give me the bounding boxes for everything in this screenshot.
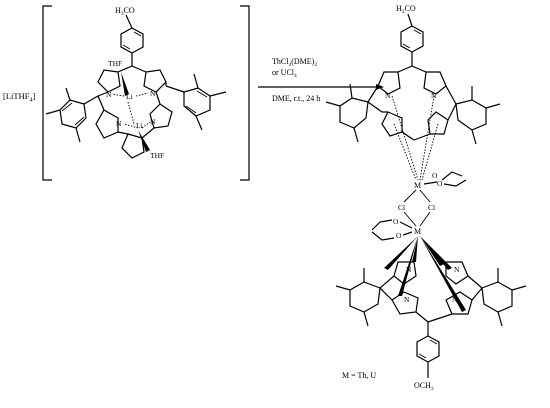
- metal-identity-note: M = Th, U: [342, 371, 376, 380]
- reactant-n-label-2: N: [150, 89, 156, 98]
- product-top-methoxy-label: H3CO: [396, 4, 416, 15]
- reactant-n-label-1: N: [106, 90, 112, 99]
- product-cl-label-2: Cl: [428, 203, 435, 212]
- condition-line-2: or UCl4: [272, 68, 297, 79]
- product-bottom-n-label-2: N: [454, 265, 460, 274]
- product-top-n-label-1: N: [385, 91, 391, 100]
- product-top-n-label-2: N: [431, 91, 437, 100]
- product-o-label-1: O: [437, 179, 443, 188]
- reactant-n-label-4: N: [150, 117, 156, 126]
- reactant-methoxy-label: H3CO: [115, 6, 135, 17]
- product-metal-top-label: M: [414, 181, 421, 190]
- product-bottom-methoxy-label: OCH3: [414, 381, 434, 392]
- condition-line-3: DME, r.t., 24 h: [272, 94, 320, 103]
- lithf4-reagent-label: [LiTHF4]: [3, 91, 35, 104]
- reactant-li-top-label: Li: [126, 92, 133, 101]
- product-metal-bottom-label: M: [414, 227, 421, 236]
- product-o-label-2: O: [432, 171, 438, 180]
- product-molecule: H3CO N N: [325, 4, 527, 392]
- reactant-thf-bottom-label: THF: [150, 151, 164, 160]
- reactant-molecule: H3CO: [45, 6, 227, 160]
- condition-line-1: ThCl4(DME)2: [272, 57, 317, 68]
- product-o-label-3: O: [393, 217, 399, 226]
- reaction-conditions: ThCl4(DME)2 or UCl4 DME, r.t., 24 h: [272, 57, 320, 103]
- product-cl-label-1: Cl: [398, 203, 405, 212]
- product-bottom-n-label-1: N: [406, 265, 412, 274]
- product-o-label-4: O: [396, 231, 402, 240]
- reactant-li-bottom-label: Li: [136, 121, 143, 130]
- reactant-n-label-3: N: [116, 119, 122, 128]
- product-bottom-n-label-3: N: [404, 295, 410, 304]
- product-bottom-n-label-4: N: [452, 295, 458, 304]
- reaction-arrow: [258, 84, 384, 90]
- reactant-brackets: [42, 5, 250, 181]
- reactant-thf-top-label: THF: [108, 59, 122, 68]
